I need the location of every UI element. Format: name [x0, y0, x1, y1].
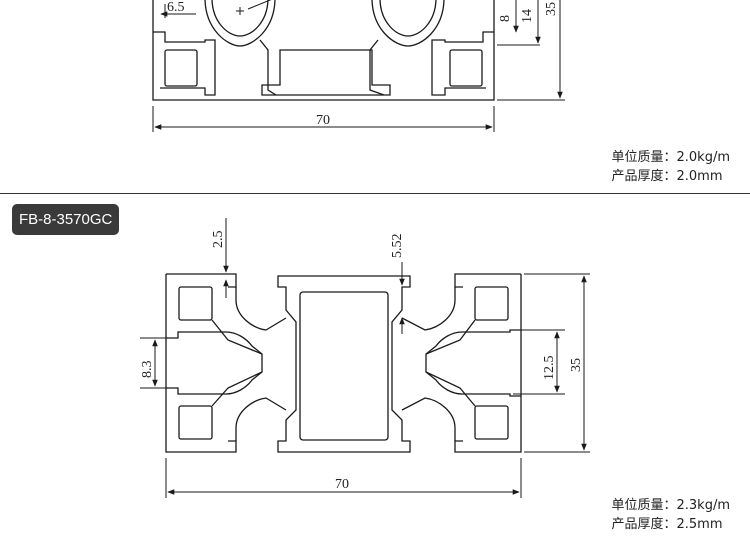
- top-dimensions: [152, 0, 565, 132]
- bottom-center-cavity: [277, 275, 411, 453]
- bottom-dimensions: [140, 218, 590, 498]
- bottom-width-label: 70: [335, 477, 349, 492]
- top-profile-outline: [152, 0, 495, 101]
- top-height-label: 35: [544, 2, 559, 16]
- top-specs: 单位质量：2.0kg/m 产品厚度：2.0mm: [612, 148, 731, 186]
- bottom-left-lower-cavity: [178, 405, 213, 440]
- top-right-lip: [431, 31, 494, 96]
- top-profile: [152, 0, 495, 101]
- bottom-left-slot: [166, 331, 263, 395]
- top-right-bore: [371, 0, 445, 47]
- bottom-thickness-text: 产品厚度：2.5mm: [611, 517, 723, 532]
- top-left-cavity: [164, 49, 198, 87]
- model-badge: FB-8-3570GC: [12, 204, 120, 235]
- bottom-height-label: 35: [569, 358, 584, 372]
- top-right-cavity: [449, 49, 483, 87]
- top-left-bore: [204, 0, 276, 47]
- bottom-wall-label: 2.5: [211, 231, 226, 249]
- top-left-lip: [153, 31, 216, 96]
- top-mid-height-label: 14: [520, 9, 535, 23]
- bottom-profile-outline: [165, 273, 522, 453]
- bottom-mass-text: 单位质量：2.3kg/m: [611, 498, 731, 513]
- bottom-right-slot: [425, 329, 521, 397]
- bottom-specs: 单位质量：2.3kg/m 产品厚度：2.5mm: [612, 496, 731, 534]
- top-thickness-text: 产品厚度：2.0mm: [611, 169, 723, 184]
- bottom-right-slot-label: 12.5: [542, 356, 557, 381]
- bottom-profile: [165, 273, 522, 453]
- bottom-left-slot-label: 8.3: [140, 361, 155, 379]
- top-inner-height-label: 8: [498, 15, 513, 22]
- top-center-channel: [261, 49, 391, 96]
- bottom-lip-label: 5.52: [390, 234, 405, 259]
- top-center-mark: [236, 0, 272, 15]
- top-mass-text: 单位质量：2.0kg/m: [611, 150, 731, 165]
- bottom-right-upper-cavity: [474, 286, 509, 321]
- top-left-offset-label: 6.5: [167, 0, 185, 15]
- bottom-right-lower-cavity: [474, 405, 509, 440]
- top-width-label: 70: [316, 113, 330, 128]
- section-divider: [0, 193, 750, 194]
- bottom-center-inner-cavity: [299, 291, 389, 441]
- bottom-left-upper-cavity: [178, 286, 213, 321]
